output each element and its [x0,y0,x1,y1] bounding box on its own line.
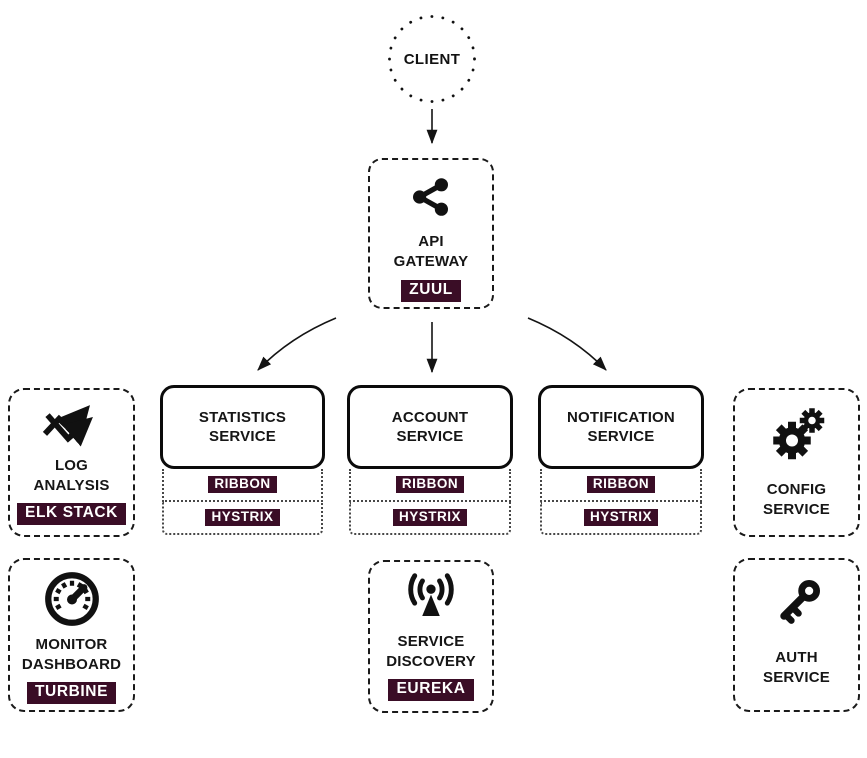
trend-arrows-icon [42,405,93,447]
node-account-service: ACCOUNT SERVICE [347,385,513,469]
turbine-badge: TURBINE [26,682,117,704]
monitor-dashboard-title: MONITOR DASHBOARD [21,636,122,673]
client-label: CLIENT [403,50,461,68]
broadcast-icon [408,573,454,617]
ribbon-badge: RIBBON [395,476,465,493]
node-notification-service: NOTIFICATION SERVICE [538,385,704,469]
statistics-service-title: STATISTICS SERVICE [198,408,287,446]
api-gateway-title: API GATEWAY [393,233,469,270]
node-log-analysis: LOG ANALYSIS ELK STACK [8,388,135,537]
account-ribbon-strip: RIBBON [349,469,511,502]
node-client: CLIENT [387,14,477,104]
hystrix-badge: HYSTRIX [392,509,467,526]
ribbon-badge: RIBBON [586,476,656,493]
service-discovery-title: SERVICE DISCOVERY [386,633,476,670]
node-config-service: CONFIG SERVICE [733,388,860,537]
gauge-icon [44,572,99,626]
node-statistics-service: STATISTICS SERVICE [160,385,325,469]
account-hystrix-strip: HYSTRIX [349,502,511,535]
notification-service-title: NOTIFICATION SERVICE [567,408,675,446]
edge-gateway-to-notification [527,317,607,371]
statistics-hystrix-strip: HYSTRIX [162,502,323,535]
node-service-discovery: SERVICE DISCOVERY EUREKA [368,560,494,713]
edge-gateway-to-statistics [257,317,337,371]
statistics-ribbon-strip: RIBBON [162,469,323,502]
dotted-circle-border [388,15,476,103]
notification-ribbon-strip: RIBBON [540,469,702,502]
node-api-gateway: API GATEWAY ZUUL [368,158,494,309]
notification-hystrix-strip: HYSTRIX [540,502,702,535]
key-icon [779,579,820,624]
account-service-title: ACCOUNT SERVICE [391,408,469,446]
node-monitor-dashboard: MONITOR DASHBOARD TURBINE [8,558,135,712]
eureka-badge: EUREKA [388,679,474,701]
hystrix-badge: HYSTRIX [205,509,280,526]
config-service-title: CONFIG SERVICE [763,481,830,518]
auth-service-title: AUTH SERVICE [763,649,830,686]
log-analysis-title: LOG ANALYSIS [33,457,110,494]
hystrix-badge: HYSTRIX [583,509,658,526]
zuul-badge: ZUUL [401,280,461,302]
node-auth-service: AUTH SERVICE [733,558,860,712]
gears-icon [772,408,824,460]
share-icon [413,178,448,216]
elk-stack-badge: ELK STACK [17,503,126,525]
ribbon-badge: RIBBON [208,476,277,493]
